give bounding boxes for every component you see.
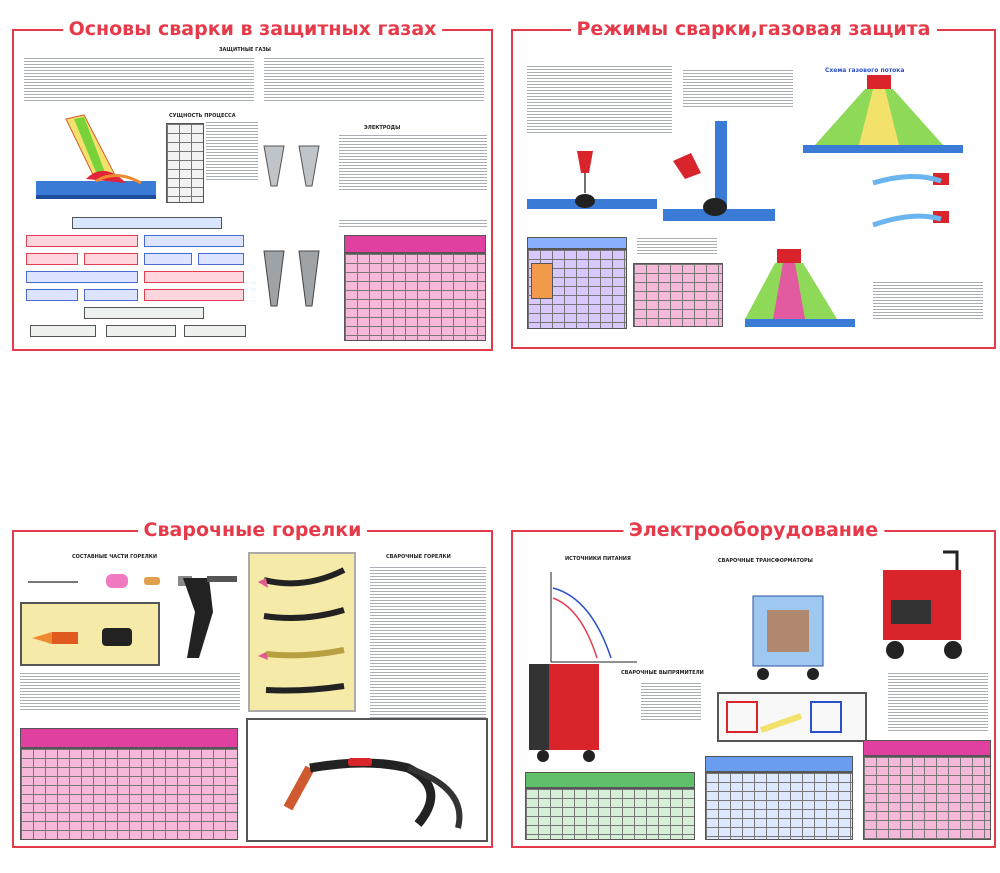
mode-table-accent <box>531 263 553 299</box>
text-block <box>24 57 254 103</box>
classification-box <box>84 307 204 319</box>
classification-box <box>72 217 222 229</box>
classification-box-blue <box>198 253 244 265</box>
classification-box-red <box>84 253 138 265</box>
volt-ampere-curve <box>550 572 637 663</box>
poster-title: Режимы сварки,газовая защита <box>570 17 937 41</box>
classification-box-blue <box>84 289 138 301</box>
section-heading-parts: СОСТАВНЫЕ ЧАСТИ ГОРЕЛКИ <box>72 554 158 560</box>
poster-shielding-gas-basics: Основы сварки в защитных газах ЗАЩИТНЫЕ … <box>12 17 493 351</box>
equipment-table-header <box>863 740 991 756</box>
transformer-table <box>705 772 853 840</box>
classification-box-red <box>144 271 244 283</box>
text-block <box>873 281 983 321</box>
classification-box-blue <box>26 271 138 283</box>
circuit-diagram <box>726 701 842 733</box>
electrode-tip-illustration <box>263 145 320 307</box>
poster-title: Сварочные горелки <box>137 518 368 542</box>
electrode-table-header <box>344 235 486 253</box>
butt-joint-illustration <box>527 151 657 209</box>
text-block <box>641 682 701 722</box>
poster-welding-torches: Сварочные горелки СОСТАВНЫЕ ЧАСТИ ГОРЕЛК… <box>12 518 493 848</box>
fillet-joint-illustration <box>663 121 775 221</box>
text-block <box>637 237 717 255</box>
classification-box-red <box>26 253 78 265</box>
text-block <box>888 672 988 732</box>
poster-title: Основы сварки в защитных газах <box>62 17 443 41</box>
rectifier-table-header <box>525 772 695 788</box>
classification-box <box>184 325 246 337</box>
classification-box <box>106 325 176 337</box>
poster-welding-modes: Режимы сварки,газовая защита Схема газов… <box>511 17 996 349</box>
mode-table-header <box>527 237 627 249</box>
section-heading-essence: СУЩНОСТЬ ПРОЦЕССА <box>169 113 236 119</box>
classification-box-red <box>26 235 138 247</box>
section-heading-gases: ЗАЩИТНЫЕ ГАЗЫ <box>219 47 271 53</box>
welding-cart-illustration <box>883 550 962 659</box>
welding-transformer-illustration <box>752 595 824 680</box>
poster-electrical-equipment: Электрооборудование ИСТОЧНИКИ ПИТАНИЯ СВ… <box>511 518 996 848</box>
text-block <box>206 121 258 181</box>
section-heading-transformers: СВАРОЧНЫЕ ТРАНСФОРМАТОРЫ <box>718 558 813 564</box>
poster-title: Электрооборудование <box>622 518 885 542</box>
section-heading-electrodes: ЭЛЕКТРОДЫ <box>364 125 401 131</box>
text-block <box>339 134 487 190</box>
classification-box <box>30 325 96 337</box>
classification-box-blue <box>26 289 78 301</box>
equipment-table <box>863 756 991 840</box>
text-block <box>264 57 484 103</box>
welding-rectifier-illustration <box>529 664 599 762</box>
welding-process-illustration <box>36 114 156 199</box>
section-heading-gas-flow: Схема газового потока <box>825 67 905 74</box>
rectifier-table <box>525 788 695 840</box>
flow-rate-table <box>633 263 723 327</box>
torch-table <box>20 748 238 840</box>
shielding-violation-illustration <box>745 249 855 327</box>
classification-box-blue <box>144 253 192 265</box>
section-heading-rectifiers: СВАРОЧНЫЕ ВЫПРЯМИТЕЛИ <box>621 670 704 676</box>
torch-assembly-panel <box>20 602 160 666</box>
text-block <box>20 672 240 712</box>
section-heading-torches: СВАРОЧНЫЕ ГОРЕЛКИ <box>386 554 451 560</box>
torch-assembly-illustration <box>32 628 132 646</box>
torch-handle-illustration <box>183 576 237 658</box>
transformer-table-header <box>705 756 853 772</box>
torch-table-header <box>20 728 238 748</box>
gas-flow-scheme <box>803 75 963 153</box>
text-block <box>683 69 793 109</box>
text-block <box>527 65 672 135</box>
process-table <box>166 123 204 203</box>
tig-torch-illustration <box>283 758 463 829</box>
classification-box-blue <box>144 235 244 247</box>
tig-torch-panel <box>246 718 488 842</box>
classification-box-red <box>144 289 244 301</box>
text-block <box>370 566 486 722</box>
section-heading-sources: ИСТОЧНИКИ ПИТАНИЯ <box>565 556 631 562</box>
electrode-table <box>344 253 486 341</box>
torch-models-illustration <box>258 567 346 694</box>
gas-protection-variants <box>872 173 949 228</box>
text-block <box>339 219 487 227</box>
